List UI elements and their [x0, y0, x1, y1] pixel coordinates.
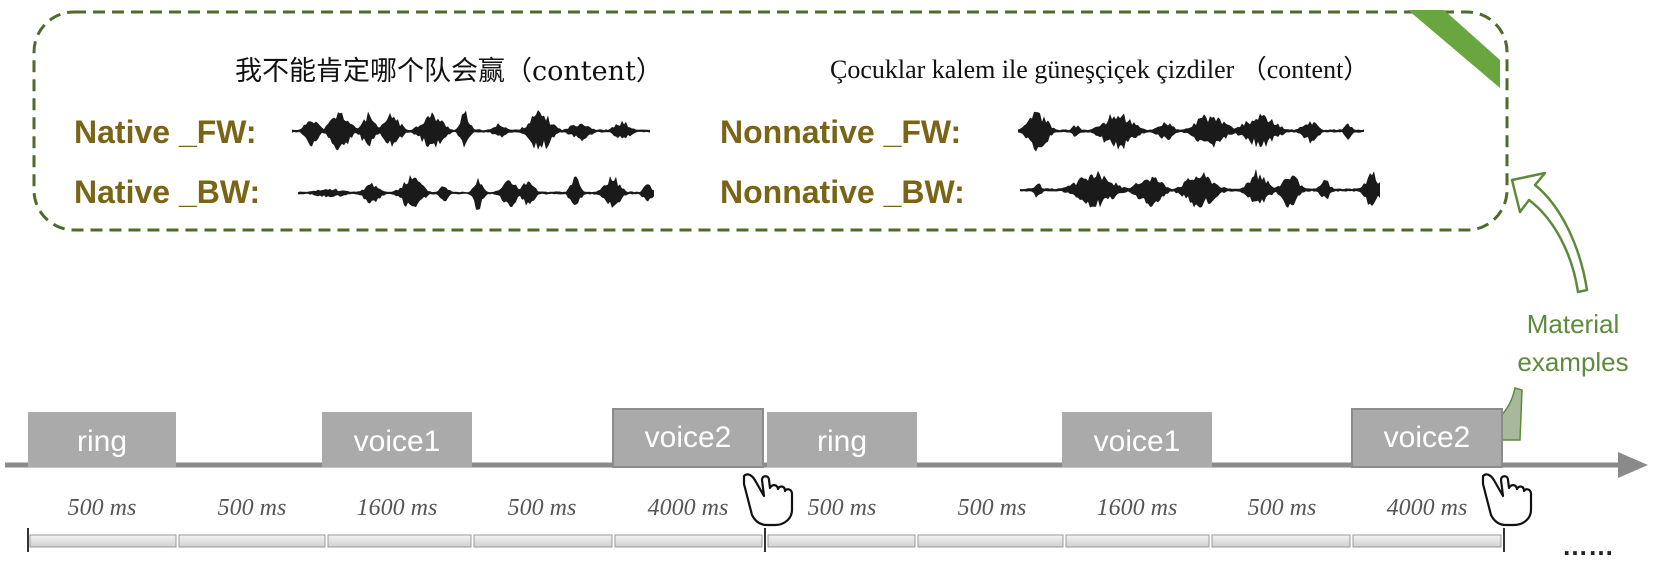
waveform-nonnative-bw	[1020, 168, 1380, 208]
material-panel: 我不能肯定哪个队会赢（content） Çocuklar kalem ile g…	[32, 10, 1509, 232]
duration-label: 500 ms	[218, 495, 287, 521]
svg-text:voice1: voice1	[1094, 425, 1181, 458]
waveform-native-bw	[298, 175, 654, 210]
label-native-bw: Native _BW:	[74, 174, 260, 210]
duration-label: 1600 ms	[357, 495, 438, 521]
svg-text:voice1: voice1	[354, 425, 441, 458]
right-content-sentence: Çocuklar kalem ile güneşçiçek çizdiler （…	[830, 55, 1369, 84]
duration-label: 500 ms	[508, 495, 577, 521]
block-ring-1: ring	[28, 412, 176, 467]
corner-fold-icon	[1408, 10, 1500, 88]
waveform-nonnative-fw	[1018, 111, 1364, 152]
block-voice2-2: voice2	[1351, 408, 1503, 468]
duration-label: 1600 ms	[1097, 495, 1178, 521]
duration-bar	[27, 528, 1505, 552]
label-native-fw: Native _FW:	[74, 114, 257, 150]
annotation-line-2: examples	[1517, 347, 1628, 377]
timeline-ellipsis: ……	[1562, 531, 1614, 561]
block-voice2-1: voice2	[612, 408, 764, 468]
left-content-sentence: 我不能肯定哪个队会赢（content）	[235, 56, 663, 87]
timeline-arrowhead-icon	[1618, 452, 1648, 478]
duration-label: 500 ms	[1248, 495, 1317, 521]
panel-dashed-border	[32, 10, 1509, 232]
svg-text:ring: ring	[817, 425, 867, 458]
label-nonnative-fw: Nonnative _FW:	[720, 114, 961, 150]
block-voice1-2: voice1	[1062, 412, 1212, 467]
label-nonnative-bw: Nonnative _BW:	[720, 174, 965, 210]
waveform-native-fw	[292, 110, 650, 151]
block-voice1-1: voice1	[322, 412, 472, 467]
duration-label: 500 ms	[808, 495, 877, 521]
annotation-line-1: Material	[1527, 309, 1619, 339]
timeline: ring voice1 voice2 ring voice1 voice2 50…	[5, 408, 1648, 561]
svg-text:ring: ring	[77, 425, 127, 458]
hand-pointer-icon	[742, 473, 794, 527]
material-examples-annotation: Material examples	[1469, 171, 1629, 441]
hand-pointer-icon	[1481, 473, 1533, 527]
duration-label: 4000 ms	[1387, 495, 1468, 521]
curved-arrow-icon	[1510, 171, 1589, 294]
svg-text:voice2: voice2	[645, 421, 732, 454]
svg-text:voice2: voice2	[1384, 421, 1471, 454]
block-ring-2: ring	[767, 412, 917, 467]
duration-label: 500 ms	[958, 495, 1027, 521]
duration-label: 500 ms	[68, 495, 137, 521]
duration-label: 4000 ms	[648, 495, 729, 521]
